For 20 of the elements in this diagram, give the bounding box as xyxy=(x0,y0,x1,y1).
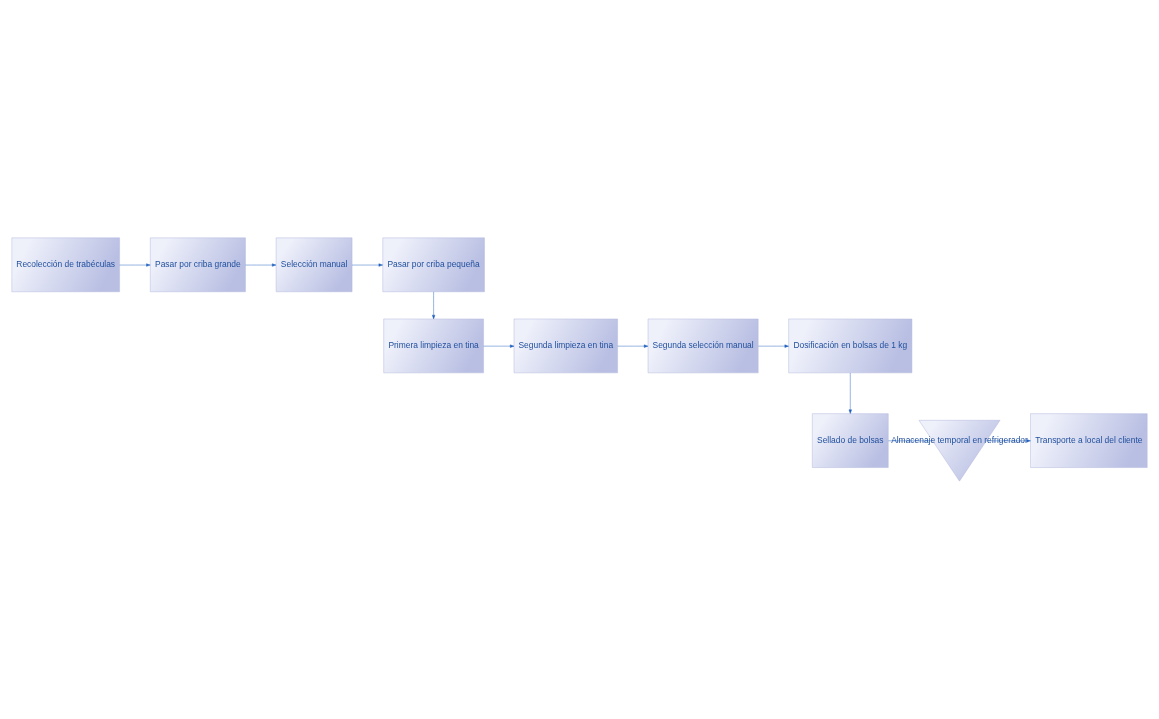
node-label: Almacenaje temporal en refrigerador xyxy=(891,434,1028,445)
arrow xyxy=(986,439,1031,443)
arrow xyxy=(848,372,852,414)
node-box: Segunda limpieza en tina xyxy=(513,318,618,374)
node-box: Primera limpieza en tina xyxy=(383,318,484,374)
arrow xyxy=(119,263,151,267)
arrow xyxy=(617,344,649,348)
node-box: Transporte a local del cliente xyxy=(1030,413,1148,468)
arrow xyxy=(483,344,515,348)
node-box: Segunda selección manual xyxy=(647,318,759,374)
arrow xyxy=(432,291,436,320)
node-box: Sellado de bolsas xyxy=(812,413,889,468)
arrow xyxy=(351,263,383,267)
arrow xyxy=(245,263,277,267)
node-box: Dosificación en bolsas de 1 kg xyxy=(788,318,913,374)
node-box: Selección manual xyxy=(275,237,353,292)
node-box: Recolección de trabéculas xyxy=(11,237,120,292)
arrow xyxy=(758,344,789,348)
node-box: Pasar por criba grande xyxy=(150,237,246,292)
node-box: Pasar por criba pequeña xyxy=(382,237,485,292)
